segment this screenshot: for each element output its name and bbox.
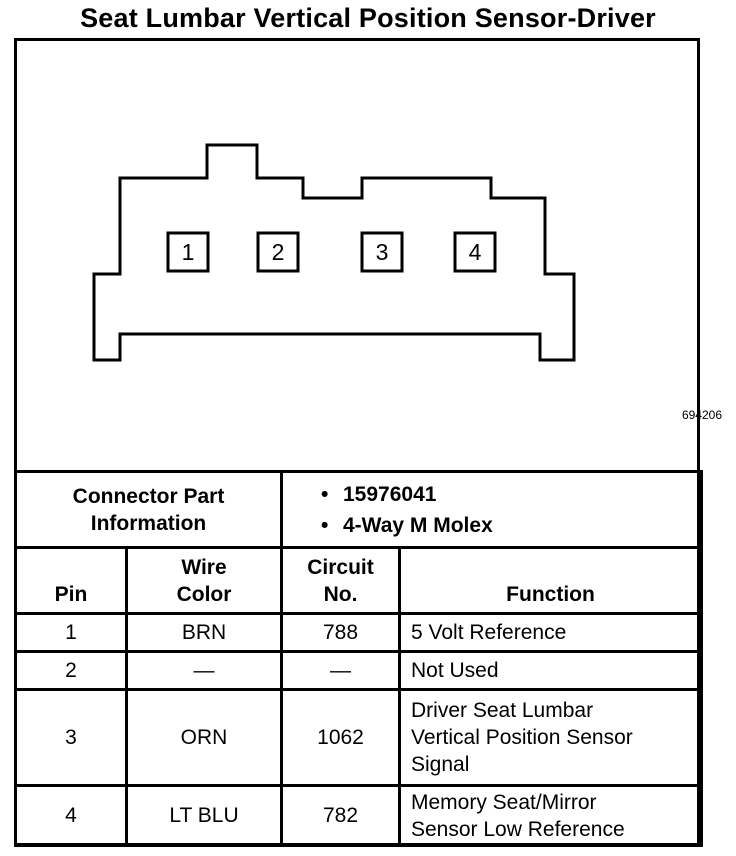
diagram-title: Seat Lumbar Vertical Position Sensor-Dri… [80, 3, 656, 33]
pin-box-3: 3 [360, 231, 404, 273]
pinout-table: Connector Part Information •15976041 •4-… [14, 470, 703, 847]
pin-cell: 4 [14, 784, 128, 847]
pin-cell: 2 [14, 650, 128, 691]
circuit-cell: 1062 [280, 688, 401, 787]
part-info-row: Connector Part Information •15976041 •4-… [14, 470, 703, 549]
pin-box-2: 2 [256, 231, 300, 273]
table-row: 3 ORN 1062 Driver Seat Lumbar Vertical P… [14, 688, 703, 787]
part-info-label: Connector Part Information [14, 470, 283, 549]
part-info-values: •15976041 •4-Way M Molex [280, 470, 703, 549]
pin-label-4: 4 [469, 239, 482, 265]
pin-box-1: 1 [166, 231, 210, 273]
pin-label-3: 3 [376, 239, 389, 265]
header-pin: Pin [14, 546, 128, 615]
pin-box-4: 4 [453, 231, 497, 273]
wire-color-cell: — [125, 650, 283, 691]
pin-cell: 1 [14, 612, 128, 653]
part-number: •15976041 [321, 482, 437, 506]
function-cell: Memory Seat/Mirror Sensor Low Reference [398, 784, 703, 847]
header-wire-color: Wire Color [125, 546, 283, 615]
function-cell: Not Used [398, 650, 703, 691]
connector-diagram: 1 2 3 4 [14, 38, 700, 470]
pin-label-1: 1 [182, 239, 195, 265]
header-function: Function [398, 546, 703, 615]
wire-color-cell: ORN [125, 688, 283, 787]
header-row: Pin Wire Color Circuit No. Function [14, 546, 703, 615]
pin-cell: 3 [14, 688, 128, 787]
circuit-cell: 788 [280, 612, 401, 653]
connector-outline-graphic: 1 2 3 4 [92, 143, 576, 362]
connector-type: •4-Way M Molex [321, 513, 493, 537]
table-row: 1 BRN 788 5 Volt Reference [14, 612, 703, 653]
figure-id: 694206 [681, 408, 722, 422]
wire-color-cell: BRN [125, 612, 283, 653]
outer-frame [14, 38, 700, 846]
function-cell: 5 Volt Reference [398, 612, 703, 653]
table-row: 2 — — Not Used [14, 650, 703, 691]
pin-label-2: 2 [272, 239, 285, 265]
connector-body-outline [92, 143, 576, 362]
function-cell: Driver Seat Lumbar Vertical Position Sen… [398, 688, 703, 787]
header-circuit: Circuit No. [280, 546, 401, 615]
circuit-cell: — [280, 650, 401, 691]
